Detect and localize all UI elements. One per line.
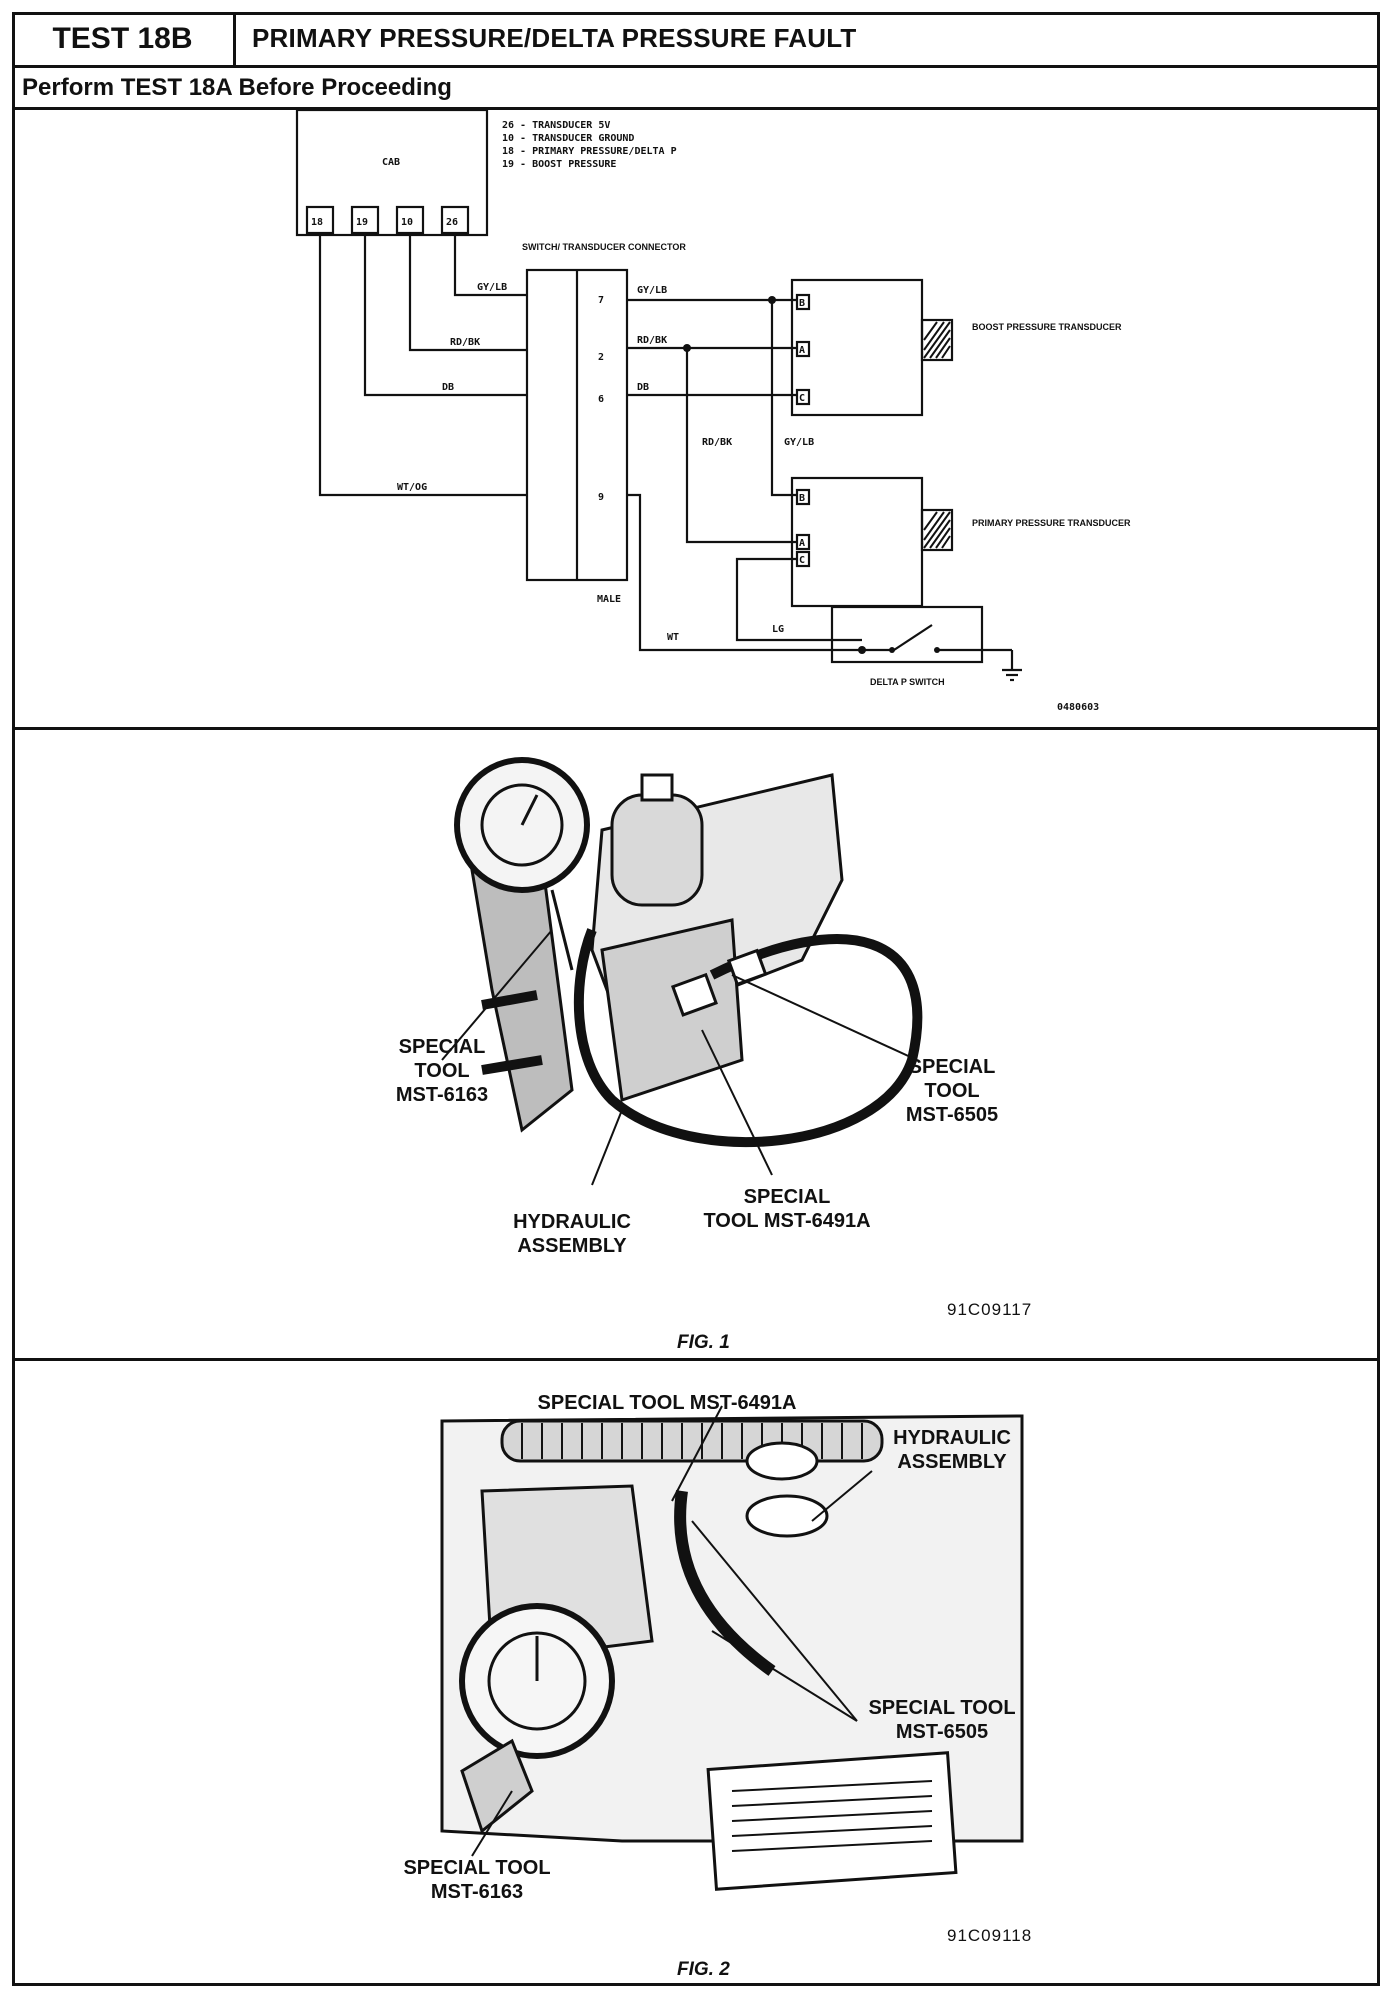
- wire-gy-lb-boost: GY/LB: [637, 285, 667, 296]
- fig2-label-mst6505: SPECIAL TOOL MST-6505: [868, 1697, 1016, 1743]
- fig1-label-hydraulic: HYDRAULIC ASSEMBLY: [513, 1211, 631, 1257]
- fig2-label-mst6491a: SPECIAL TOOL MST-6491A: [537, 1392, 797, 1414]
- reservoir-cap-2: [745, 1494, 829, 1538]
- fig1-label-mst6491a: SPECIAL TOOL MST-6491A: [703, 1186, 871, 1232]
- test-title: PRIMARY PRESSURE/DELTA PRESSURE FAULT: [252, 23, 857, 53]
- legend-line-2: 10 - TRANSDUCER GROUND: [502, 133, 634, 144]
- wire-gy-lb-primary: GY/LB: [784, 437, 814, 448]
- warning-label: [706, 1751, 958, 1891]
- wiring-schematic: CAB 26 - TRANSDUCER 5V 10 - TRANSDUCER G…: [295, 110, 1131, 713]
- fluid-reservoir: [610, 793, 704, 907]
- delta-p-switch-box: [830, 605, 984, 664]
- legend-line-4: 19 - BOOST PRESSURE: [502, 159, 616, 170]
- legend-line-1: 26 - TRANSDUCER 5V: [502, 120, 610, 131]
- wiring-schematic-panel: CAB 26 - TRANSDUCER 5V 10 - TRANSDUCER G…: [12, 110, 1380, 730]
- wire-wt: WT: [667, 632, 679, 643]
- connector-label: SWITCH/ TRANSDUCER CONNECTOR: [522, 242, 686, 252]
- delta-switch-label: DELTA P SWITCH: [870, 677, 945, 687]
- wire-db-cab: DB: [442, 382, 454, 393]
- fig1-label-mst6505: SPECIAL TOOL MST-6505: [905, 1056, 999, 1126]
- cab-pin-26: 26: [446, 217, 458, 228]
- wire-lg: LG: [772, 624, 784, 635]
- boost-pin-a: A: [799, 345, 805, 356]
- fig2-label-mst6163: SPECIAL TOOL MST-6163: [403, 1857, 551, 1903]
- wire-db-boost: DB: [637, 382, 649, 393]
- hydraulic-assembly-block: [600, 918, 744, 1102]
- primary-transducer-label: PRIMARY PRESSURE TRANSDUCER: [972, 518, 1131, 528]
- legend-line-3: 18 - PRIMARY PRESSURE/DELTA P: [502, 146, 677, 157]
- fig2-panel: SPECIAL TOOL MST-6491A HYDRAULIC ASSEMBL…: [12, 1361, 1380, 1986]
- boost-transducer-label: BOOST PRESSURE TRANSDUCER: [972, 322, 1122, 332]
- fig1-label-mst6163: SPECIAL TOOL MST-6163: [395, 1036, 489, 1106]
- fig1-panel: SPECIAL TOOL MST-6163 SPECIAL TOOL MST-6…: [12, 730, 1380, 1361]
- fig1-caption: FIG. 1: [677, 1332, 730, 1353]
- wire-wt-og: WT/OG: [397, 482, 427, 493]
- male-label: MALE: [597, 594, 621, 605]
- wire-rd-bk-boost: RD/BK: [637, 335, 667, 346]
- hydraulic-hose: [573, 928, 923, 1148]
- primary-pin-b: B: [799, 493, 805, 504]
- wire-rd-bk-primary: RD/BK: [702, 437, 732, 448]
- wire-loom: [500, 1419, 884, 1463]
- wire-rd-bk-cab: RD/BK: [450, 337, 480, 348]
- hydraulic-hose: [674, 1490, 776, 1676]
- page-frame: [12, 12, 1380, 1986]
- drawing-code: 0480603: [1057, 702, 1099, 713]
- cab-pin-19: 19: [356, 217, 368, 228]
- primary-pin-a: A: [799, 538, 805, 549]
- boost-pin-c: C: [799, 393, 805, 404]
- primary-pin-c: C: [799, 555, 805, 566]
- fig1-illustration: [441, 757, 923, 1186]
- cab-label: CAB: [382, 157, 400, 168]
- cab-pin-18: 18: [311, 217, 323, 228]
- wire-gy-lb-cab: GY/LB: [477, 282, 507, 293]
- test-id: TEST 18B: [12, 12, 236, 65]
- boost-transducer-box: [790, 278, 924, 417]
- connector-pin-9: 9: [598, 492, 604, 503]
- boost-pin-b: B: [799, 298, 805, 309]
- fig2-illustration: [440, 1405, 1024, 1891]
- test-subtitle: Perform TEST 18A Before Proceeding: [12, 68, 1380, 110]
- cab-pin-10: 10: [401, 217, 413, 228]
- fig1-code: 91C09117: [947, 1300, 1033, 1319]
- fig2-caption: FIG. 2: [677, 1959, 730, 1980]
- connector-pin-2: 2: [598, 352, 604, 363]
- connector-pin-7: 7: [598, 295, 604, 306]
- test-header: TEST 18B PRIMARY PRESSURE/DELTA PRESSURE…: [12, 12, 1380, 68]
- fig2-code: 91C09118: [947, 1926, 1033, 1945]
- connector-pin-6: 6: [598, 394, 604, 405]
- fig2-label-hydraulic: HYDRAULIC ASSEMBLY: [893, 1427, 1011, 1473]
- primary-transducer-box: [790, 476, 924, 608]
- cab-module-box: [295, 110, 489, 237]
- reservoir-cap-1: [745, 1441, 819, 1481]
